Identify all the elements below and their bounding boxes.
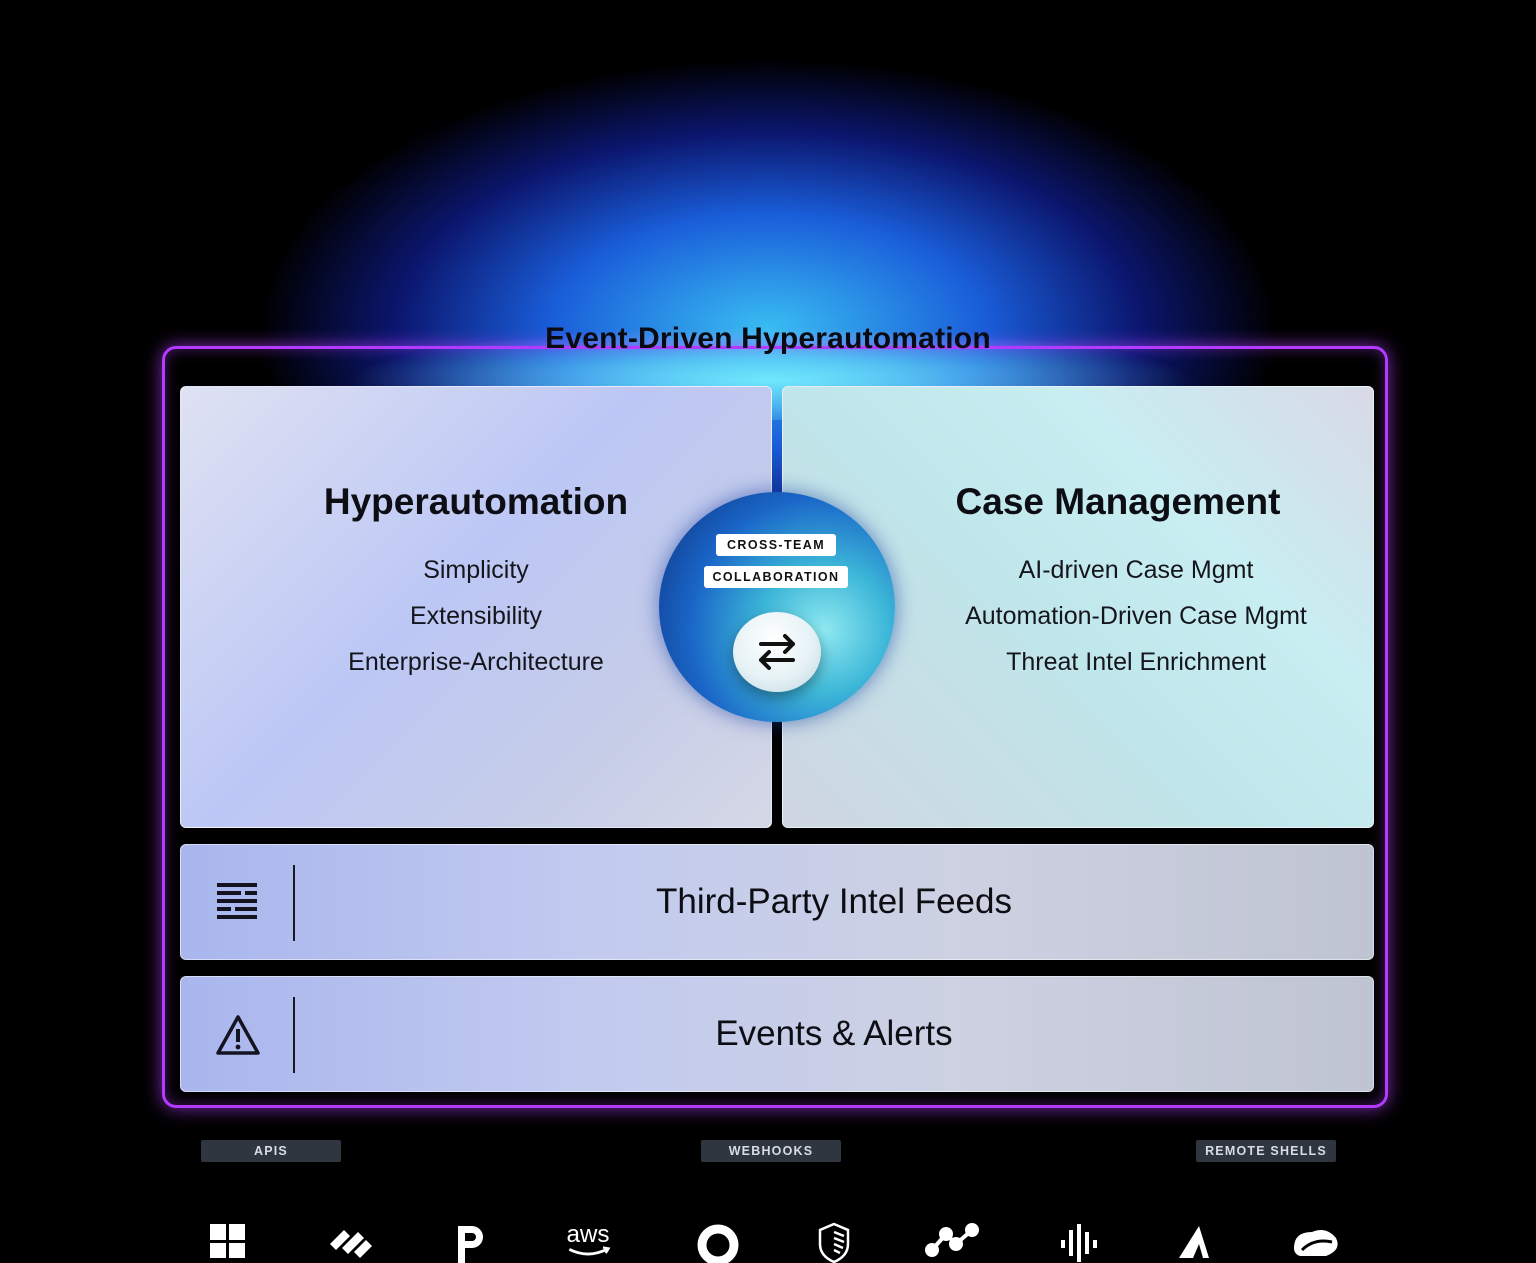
ring-logo — [690, 1218, 746, 1263]
case-management-item: Automation-Driven Case Mgmt — [965, 602, 1307, 630]
hyperautomation-frame — [162, 346, 1388, 1108]
hyperautomation-item: Enterprise-Architecture — [348, 648, 604, 676]
svg-text:aws: aws — [566, 1221, 609, 1248]
network-nodes-logo — [924, 1218, 980, 1263]
cross-team-pill: CROSS-TEAM — [716, 534, 836, 556]
palo-alto-logo — [322, 1218, 378, 1263]
warning-triangle-icon — [216, 1015, 260, 1055]
swap-arrows-icon — [759, 634, 795, 670]
hyperautomation-title: Hyperautomation — [323, 481, 629, 522]
intel-feeds-label: Third-Party Intel Feeds — [656, 882, 1012, 921]
diagram-title: Event-Driven Hyperautomation — [545, 322, 991, 355]
p-logo — [440, 1218, 496, 1263]
hyperautomation-item: Extensibility — [410, 602, 542, 630]
hyperautomation-item: Simplicity — [423, 556, 529, 584]
shield-logo — [806, 1218, 862, 1263]
apis-tag: APIS — [201, 1140, 341, 1162]
triangle-logo — [1166, 1218, 1222, 1263]
bar-divider — [293, 865, 295, 941]
windows-logo — [200, 1218, 256, 1263]
feed-list-icon — [217, 883, 257, 919]
audio-bars-logo — [1050, 1218, 1106, 1263]
case-management-item: Threat Intel Enrichment — [1006, 648, 1266, 676]
case-management-title: Case Management — [955, 481, 1281, 522]
aws-logo: aws — [560, 1218, 616, 1263]
webhooks-tag: WEBHOOKS — [701, 1140, 841, 1162]
events-alerts-bar: Events & Alerts — [180, 976, 1374, 1092]
cloud-logo — [1286, 1218, 1342, 1263]
collaboration-pill: COLLABORATION — [704, 566, 848, 588]
intel-feeds-bar: Third-Party Intel Feeds — [180, 844, 1374, 960]
bar-divider — [293, 997, 295, 1073]
remote-shells-tag: REMOTE SHELLS — [1196, 1140, 1336, 1162]
events-alerts-label: Events & Alerts — [715, 1014, 953, 1053]
swap-button[interactable] — [733, 612, 821, 692]
case-management-item: AI-driven Case Mgmt — [1018, 556, 1254, 584]
